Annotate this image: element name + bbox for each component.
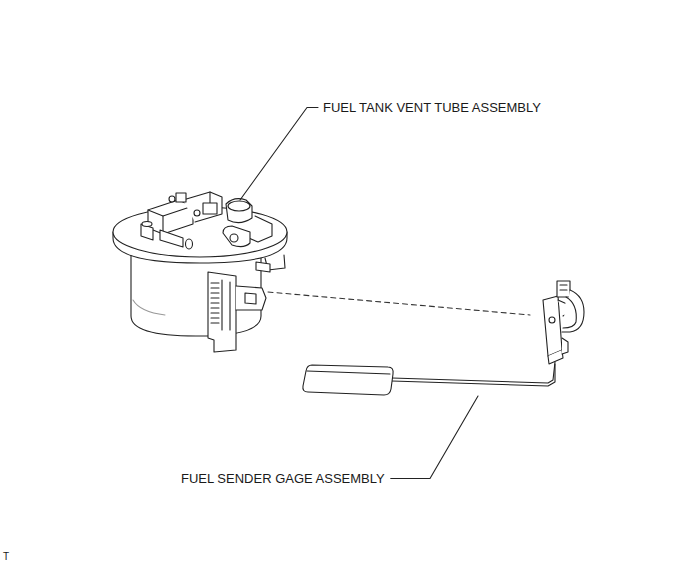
fittings xyxy=(141,192,272,249)
figure-code: T xyxy=(3,549,9,564)
leader-line xyxy=(391,396,478,479)
part-name: FUEL SENDER GAGE ASSEMBLY xyxy=(181,471,385,486)
sender-gauge xyxy=(303,281,584,395)
alignment-line xyxy=(268,292,530,315)
gauge-bracket xyxy=(208,262,270,352)
part-name: FUEL TANK VENT TUBE ASSEMBLY xyxy=(323,100,541,115)
leader-line xyxy=(240,108,318,201)
